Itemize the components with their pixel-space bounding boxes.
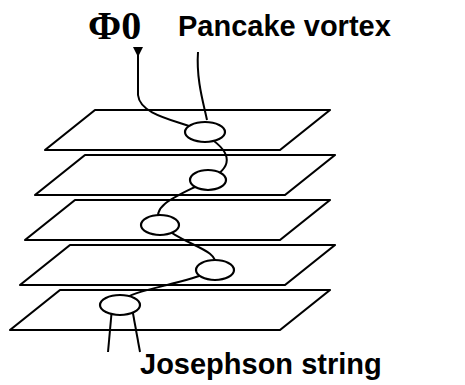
callout-label: Josephson string [140,350,382,379]
superconducting-planes [10,110,335,330]
pancake-vortices [100,122,234,315]
leader-line [198,52,207,120]
callout-label: Pancake vortex [178,12,391,41]
flux-quantum-label: Φ0 [88,6,141,46]
